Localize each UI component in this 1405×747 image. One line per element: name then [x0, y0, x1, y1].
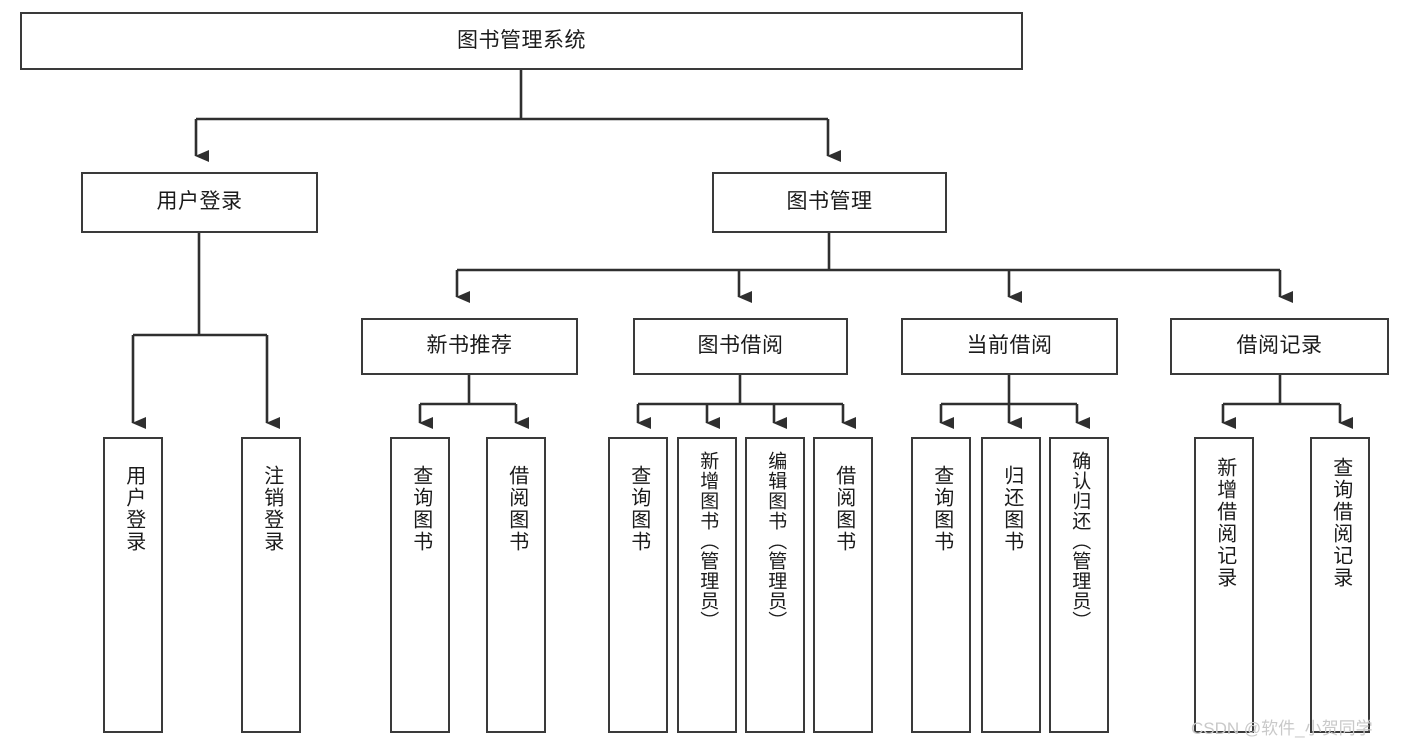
node-book-borrow[interactable]: 图书借阅	[633, 318, 848, 375]
node-book-management[interactable]: 图书管理	[712, 172, 947, 233]
leaf-book-borrow-add-book[interactable]: 新增图书（管理员）	[677, 437, 737, 733]
leaf-book-borrow-query-book[interactable]: 查询图书	[608, 437, 668, 733]
node-label: 注销登录	[260, 465, 283, 553]
leaf-user-login-logout[interactable]: 注销登录	[241, 437, 301, 733]
node-label: 归还图书	[1000, 465, 1023, 553]
leaf-current-borrow-query-book[interactable]: 查询图书	[911, 437, 971, 733]
node-label: 图书管理系统	[457, 28, 586, 52]
leaf-book-borrow-borrow-book[interactable]: 借阅图书	[813, 437, 873, 733]
leaf-borrow-record-query-record[interactable]: 查询借阅记录	[1310, 437, 1370, 733]
leaf-new-book-query-book[interactable]: 查询图书	[390, 437, 450, 733]
leaf-user-login-login[interactable]: 用户登录	[103, 437, 163, 733]
node-label: 借阅图书	[505, 465, 528, 553]
node-label: 查询图书	[930, 465, 953, 553]
node-new-book-recommend[interactable]: 新书推荐	[361, 318, 578, 375]
node-label: 新书推荐	[426, 334, 513, 358]
node-label: 确认归还（管理员）	[1069, 451, 1091, 631]
node-label: 查询图书	[627, 465, 650, 553]
node-label: 借阅记录	[1236, 334, 1323, 358]
node-label: 图书借阅	[697, 334, 784, 358]
node-label: 查询图书	[409, 465, 432, 553]
node-user-login[interactable]: 用户登录	[81, 172, 318, 233]
node-label: 当前借阅	[966, 334, 1053, 358]
leaf-borrow-record-add-record[interactable]: 新增借阅记录	[1194, 437, 1254, 733]
node-root-system[interactable]: 图书管理系统	[20, 12, 1023, 70]
node-label: 用户登录	[122, 465, 145, 553]
node-label: 新增借阅记录	[1213, 457, 1236, 589]
leaf-new-book-borrow-book[interactable]: 借阅图书	[486, 437, 546, 733]
node-label: 新增图书（管理员）	[697, 451, 719, 631]
node-label: 用户登录	[156, 190, 243, 214]
node-label: 查询借阅记录	[1329, 457, 1352, 589]
csdn-watermark: CSDN @软件_小贺同学	[1191, 719, 1373, 738]
node-label: 图书管理	[786, 190, 873, 214]
node-label: 借阅图书	[832, 465, 855, 553]
node-label: 编辑图书（管理员）	[765, 451, 787, 631]
leaf-book-borrow-edit-book[interactable]: 编辑图书（管理员）	[745, 437, 805, 733]
node-current-borrow[interactable]: 当前借阅	[901, 318, 1118, 375]
leaf-current-borrow-return-book[interactable]: 归还图书	[981, 437, 1041, 733]
node-borrow-record[interactable]: 借阅记录	[1170, 318, 1389, 375]
leaf-current-borrow-confirm-return[interactable]: 确认归还（管理员）	[1049, 437, 1109, 733]
